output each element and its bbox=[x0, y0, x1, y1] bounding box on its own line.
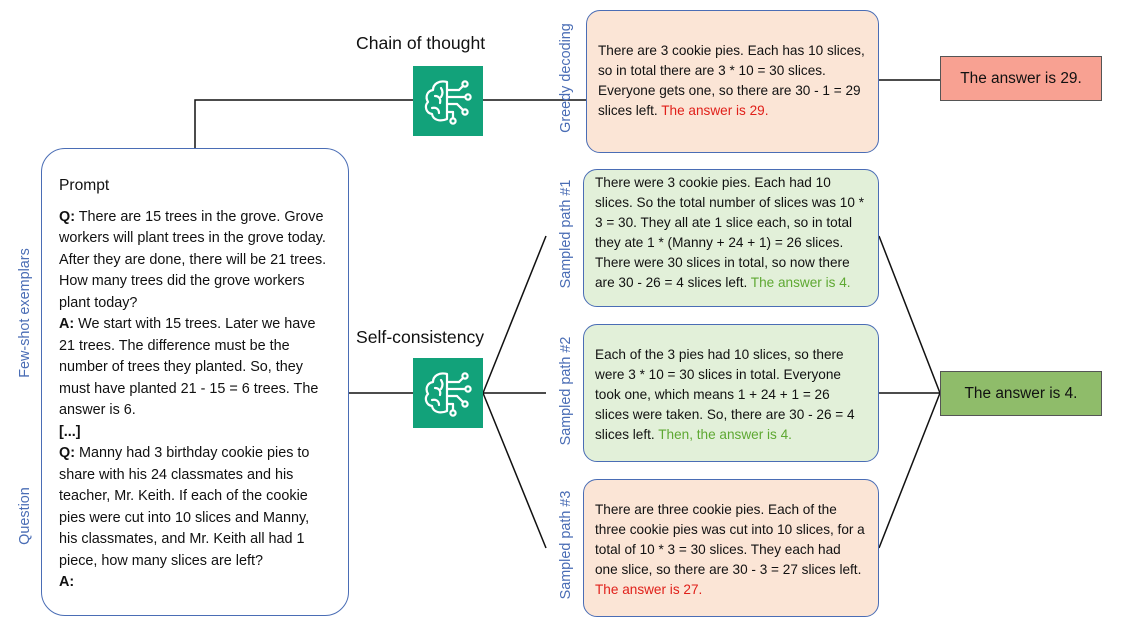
prompt-to-cot-line bbox=[194, 99, 413, 148]
model-icon-cot bbox=[413, 66, 483, 136]
sampled-path-2-label: Sampled path #2 bbox=[558, 336, 574, 446]
sampled-path-1-answer: The answer is 4. bbox=[750, 275, 851, 290]
few-shot-exemplars-label: Few-shot exemplars bbox=[17, 248, 33, 378]
prompt-title: Prompt bbox=[59, 177, 110, 194]
exemplar-question: Q: There are 15 trees in the grove. Grov… bbox=[59, 208, 327, 311]
sc-to-path3-line bbox=[482, 392, 547, 549]
sampled-path-1-box: There were 3 cookie pies. Each had 10 sl… bbox=[583, 169, 879, 307]
cot-final-answer: The answer is 29. bbox=[940, 56, 1102, 101]
path1-to-answer-line bbox=[878, 235, 941, 394]
sampled-path-3-answer: The answer is 27. bbox=[595, 582, 703, 597]
sc-to-path1-line bbox=[482, 235, 547, 394]
self-consistency-label: Self-consistency bbox=[356, 327, 485, 347]
sampled-path-1-label: Sampled path #1 bbox=[558, 179, 574, 289]
greedy-decoding-label: Greedy decoding bbox=[558, 23, 574, 133]
path3-to-answer-line bbox=[878, 392, 941, 549]
brain-circuit-icon bbox=[424, 372, 472, 417]
target-answer: A: bbox=[59, 574, 75, 590]
brain-circuit-icon bbox=[424, 80, 472, 125]
sampled-path-3-label: Sampled path #3 bbox=[558, 490, 574, 600]
model-icon-sc bbox=[413, 358, 483, 428]
sampled-path-2-answer: Then, the answer is 4. bbox=[658, 427, 792, 442]
prompt-box: Prompt Q: There are 15 trees in the grov… bbox=[41, 148, 349, 616]
ellipsis: [...] bbox=[59, 423, 81, 440]
target-question: Q: Manny had 3 birthday cookie pies to s… bbox=[59, 445, 310, 569]
sampled-path-2-box: Each of the 3 pies had 10 slices, so the… bbox=[583, 324, 879, 462]
sampled-path-3-box: There are three cookie pies. Each of the… bbox=[583, 479, 879, 617]
sc-final-answer: The answer is 4. bbox=[940, 371, 1102, 416]
greedy-path-box: There are 3 cookie pies. Each has 10 sli… bbox=[586, 10, 879, 153]
question-label: Question bbox=[17, 487, 33, 545]
exemplar-answer: A: We start with 15 trees. Later we have… bbox=[59, 316, 319, 418]
chain-of-thought-label: Chain of thought bbox=[356, 33, 486, 53]
greedy-path-answer: The answer is 29. bbox=[661, 103, 769, 118]
